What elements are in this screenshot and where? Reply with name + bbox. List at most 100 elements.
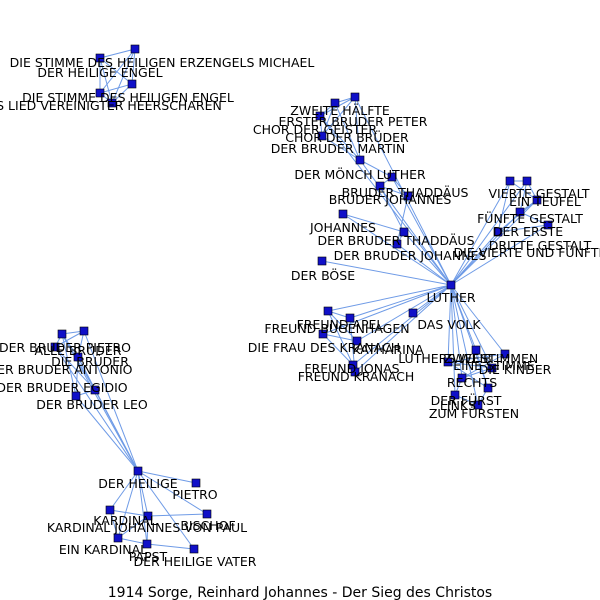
node-label-29: DIE VIERTE UND FÜNFTE: [454, 244, 600, 260]
edge-49-50: [117, 515, 149, 539]
graph-node-31: [471, 345, 481, 355]
graph-node-41: [50, 342, 60, 352]
node-label-43: DER BRUDER EGIDIO: [0, 380, 128, 395]
node-label-19: FREUND BUGENHAGEN: [264, 321, 409, 336]
node-label-34: LINKS: [440, 398, 476, 413]
graph-node-25: [505, 176, 515, 186]
edge-17-26: [450, 180, 528, 286]
graph-node-49: [143, 511, 153, 521]
edge-17-22: [322, 284, 452, 335]
node-label-40: DIE BRÜDER: [51, 353, 129, 369]
node-label-32: EINE STIMME: [453, 358, 535, 373]
node-label-47: KARDINAL: [93, 513, 156, 528]
edge-5-17: [354, 96, 452, 286]
edge-12-15: [396, 195, 409, 245]
node-label-4: DAS LIED VEREINIGTER HEERSCHAREN: [0, 98, 222, 113]
edge-47-50: [109, 509, 119, 539]
edge-40-42: [77, 330, 85, 358]
edge-25-27: [509, 180, 538, 201]
node-label-37: LUTHERS WEIB: [398, 351, 492, 366]
node-label-49: KARDINAL JOHANNES VON PAUL: [47, 520, 247, 535]
edge-43-45: [94, 389, 139, 472]
edge-45-49: [137, 470, 149, 517]
edge-39-44: [61, 333, 77, 397]
node-label-27: FÜNFTE GESTALT: [477, 210, 583, 226]
graph-node-38: [500, 349, 510, 359]
edge-9-10: [359, 159, 393, 178]
node-label-35: ZUM FÜRSTEN: [429, 405, 519, 421]
edge-0-1: [99, 48, 136, 59]
graph-node-20: [408, 308, 418, 318]
edge-0-4: [99, 57, 113, 104]
edge-45-47: [109, 470, 139, 511]
edge-7-8: [321, 102, 336, 137]
node-label-12: BRUDER JOHANNES: [329, 192, 452, 207]
node-label-17: LUTHER: [426, 290, 475, 305]
node-label-16: DER BÖSE: [291, 267, 355, 283]
edge-13-17: [342, 213, 452, 286]
node-label-50: EIN KARDINAL: [59, 542, 147, 557]
graph-node-19: [345, 313, 355, 323]
graph-node-28: [515, 207, 525, 217]
edge-6-17: [319, 115, 452, 286]
node-label-26: EIN TEUFEL: [509, 194, 581, 209]
graph-node-9: [355, 155, 365, 165]
edge-45-50: [117, 470, 139, 539]
node-label-38: DIE KINDER: [479, 362, 552, 377]
edge-9-17: [359, 159, 452, 286]
edge-31-36: [475, 349, 489, 389]
edge-17-30: [450, 231, 499, 286]
graph-node-17: [446, 280, 456, 290]
graph-node-7: [330, 98, 340, 108]
graph-node-1: [130, 44, 140, 54]
node-label-48: BISCHOF: [180, 518, 235, 533]
graph-node-47: [105, 505, 115, 515]
graph-node-10: [387, 172, 397, 182]
edge-17-34: [450, 284, 456, 396]
graph-node-22: [318, 329, 328, 339]
edge-45-48: [137, 470, 208, 515]
node-label-21: DIE FRAU DES KRANACH: [248, 340, 400, 355]
graph-node-12: [403, 191, 413, 201]
edge-32-33: [461, 367, 493, 379]
edge-28-29: [519, 211, 549, 226]
edge-17-24: [354, 284, 452, 373]
edge-17-23: [352, 284, 452, 366]
edge-1-2: [131, 48, 136, 85]
node-label-22: KATHARINA: [352, 342, 424, 357]
graph-node-48: [202, 509, 212, 519]
graph-node-50: [113, 533, 123, 543]
edge-5-9: [354, 96, 361, 161]
edge-17-36: [450, 284, 489, 389]
edge-51-52: [146, 543, 195, 550]
edge-1-3: [99, 48, 136, 94]
node-label-36: DER FÜRST: [431, 392, 502, 408]
graph-node-39: [57, 329, 67, 339]
edge-10-17: [391, 176, 452, 286]
edge-40-41: [54, 330, 85, 348]
node-label-25: VIERTE GESTALT: [488, 186, 589, 201]
edge-17-35: [450, 284, 479, 406]
edge-17-33: [450, 284, 463, 379]
edge-17-28: [450, 211, 521, 286]
node-label-8: CHOR DER BRÜDER: [285, 129, 409, 145]
node-label-31: ZWEI STIMMEN: [444, 351, 539, 366]
node-label-51: PAPST: [129, 549, 168, 564]
edge-50-51: [117, 537, 148, 545]
node-label-24: FREUND JONAS: [304, 361, 399, 376]
node-label-18: FREUND APEL: [297, 317, 384, 332]
graph-node-21: [352, 336, 362, 346]
edge-49-51: [146, 515, 149, 545]
node-label-30: DRITTE GESTALT: [489, 238, 592, 253]
edge-17-25: [450, 180, 511, 286]
edge-45-51: [137, 470, 148, 545]
graph-node-51: [142, 539, 152, 549]
edge-7-9: [334, 102, 361, 161]
graph-node-33: [457, 373, 467, 383]
node-label-10: DER MÖNCH LUTHER: [294, 166, 426, 182]
graph-node-42: [73, 352, 83, 362]
graph-node-27: [532, 195, 542, 205]
node-label-0: DIE STIMME DES HEILIGEN ERZENGELS MICHAE…: [10, 55, 315, 70]
edge-37-38: [447, 353, 506, 363]
